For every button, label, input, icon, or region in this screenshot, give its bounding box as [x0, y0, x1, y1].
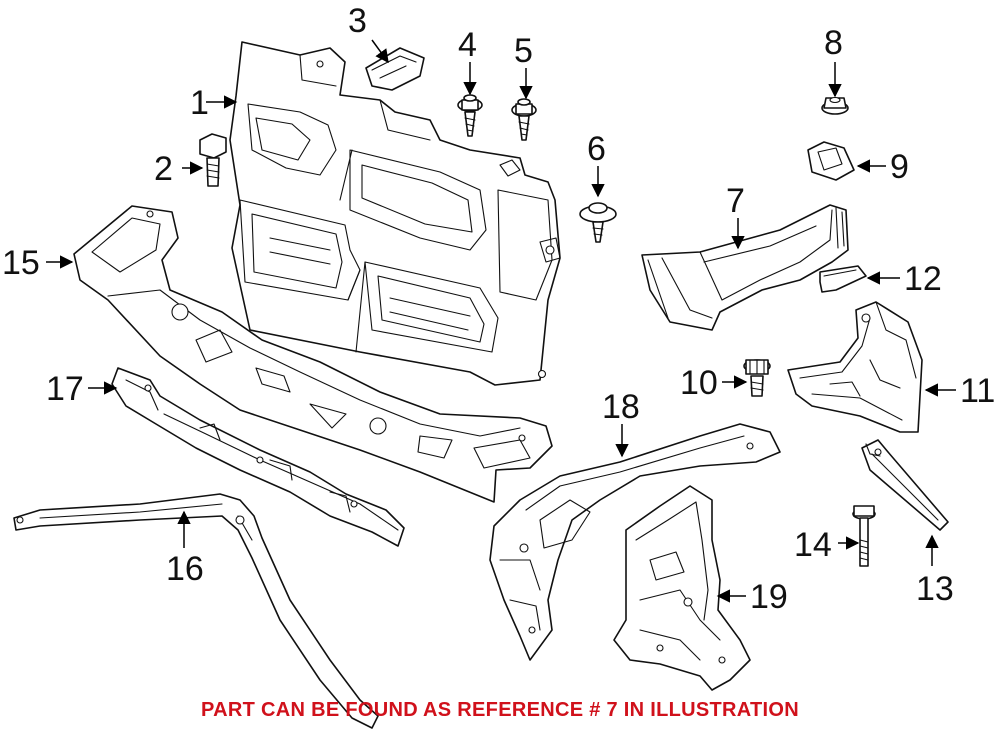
part-2-bolt	[199, 133, 227, 187]
callout-16: 16	[166, 550, 204, 588]
part-6-push-clip	[579, 202, 617, 243]
part-16-brace	[13, 493, 379, 729]
callout-14: 14	[794, 526, 832, 564]
part-4-screw	[457, 94, 483, 137]
callout-15: 15	[2, 244, 40, 282]
callout-9: 9	[890, 148, 909, 186]
reference-note: PART CAN BE FOUND AS REFERENCE # 7 IN IL…	[201, 699, 799, 721]
callout-17: 17	[46, 370, 84, 408]
part-12-bracket	[819, 265, 867, 293]
callout-7: 7	[726, 182, 745, 220]
callout-3: 3	[348, 2, 367, 40]
part-13-strut	[861, 439, 949, 531]
part-3-bracket	[365, 47, 425, 91]
callout-1: 1	[190, 84, 209, 122]
callout-numbers: 1 2 3 4 5 6 7 8 9 10 11 12 13 14 15 16 1…	[2, 2, 995, 616]
part-5-screw	[511, 98, 537, 141]
callout-12: 12	[904, 260, 942, 298]
callout-4: 4	[458, 26, 477, 64]
callout-6: 6	[587, 130, 606, 168]
part-11-air-guide	[787, 301, 923, 433]
callout-10: 10	[680, 364, 718, 402]
part-19-bracket	[613, 485, 751, 691]
leader-lines	[46, 39, 956, 603]
callout-19: 19	[750, 578, 788, 616]
part-14-bolt	[852, 505, 876, 567]
part-15-upper-carrier	[73, 205, 553, 503]
callout-11: 11	[960, 372, 995, 410]
part-1-radiator-grille-frame	[229, 41, 561, 386]
part-18-side-member	[489, 423, 781, 661]
callout-8: 8	[824, 24, 843, 62]
callout-2: 2	[154, 150, 173, 188]
part-7-air-duct	[641, 204, 849, 331]
part-9-clip-nut	[807, 141, 855, 181]
part-8-nut	[821, 96, 849, 115]
part-17-lower-carrier	[111, 367, 405, 547]
callout-18: 18	[602, 388, 640, 426]
callout-5: 5	[514, 32, 533, 70]
part-10-bolt	[743, 359, 771, 397]
callout-13: 13	[916, 570, 954, 608]
